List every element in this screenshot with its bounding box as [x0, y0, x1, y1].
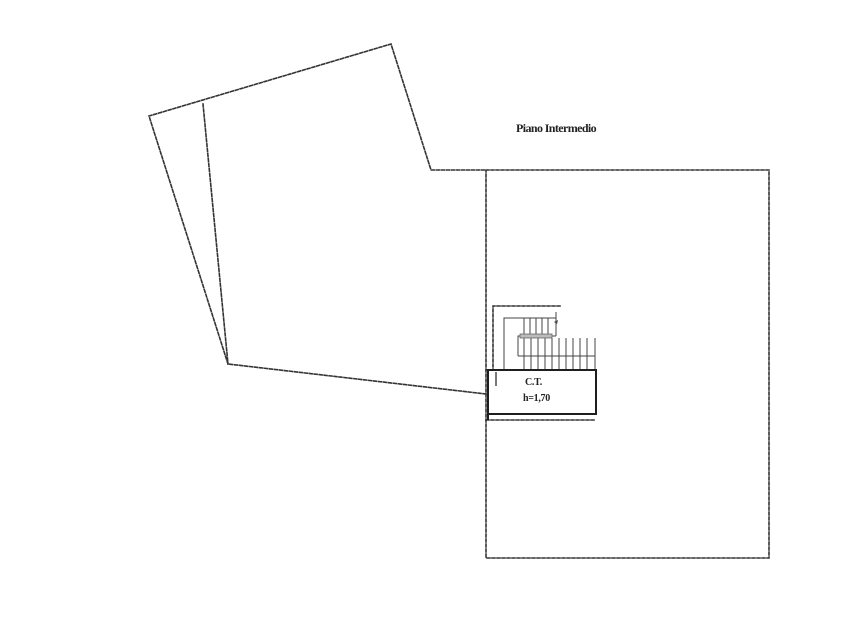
- building-outline: [485, 169, 770, 559]
- lot-inner-line: [202, 103, 229, 365]
- staircase: [503, 312, 596, 370]
- floor-title: Piano Intermedio: [516, 121, 597, 135]
- lot-outline: [147, 43, 487, 395]
- room-ct: [487, 369, 597, 420]
- room-name-label: C.T.: [525, 377, 542, 388]
- room-height-label: h=1,70: [523, 393, 550, 404]
